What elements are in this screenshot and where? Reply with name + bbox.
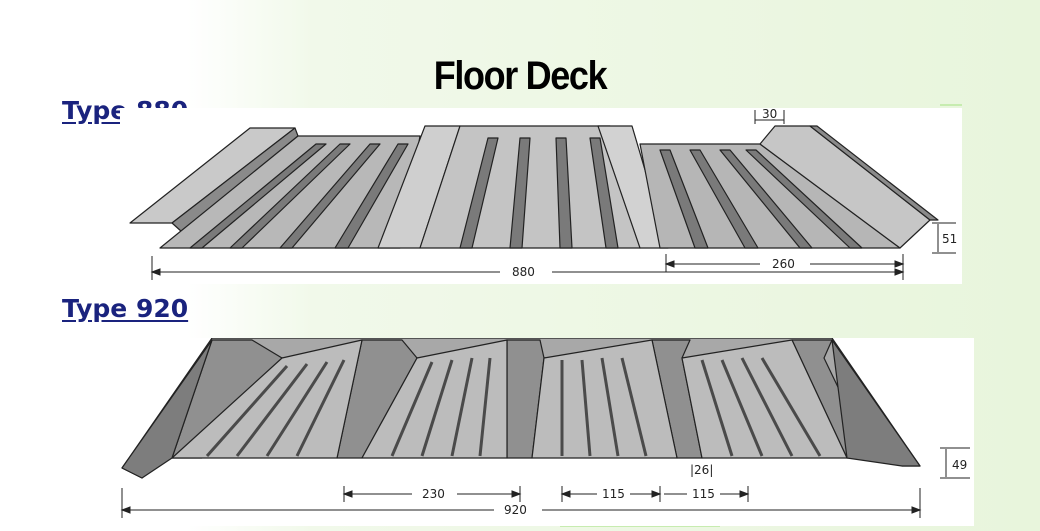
dim-920-overall: 920 xyxy=(504,503,527,517)
deck920-left-edge xyxy=(121,339,213,479)
deck920-trough-3 xyxy=(531,339,678,459)
deck880-rib-2 xyxy=(229,143,351,249)
deck920-right-edge xyxy=(831,339,921,467)
deck880-rib-7 xyxy=(555,137,573,249)
dim-920-inner: |26| xyxy=(690,463,713,477)
deck880-rib-12 xyxy=(745,149,863,249)
type-920-svg: |26| 49 230 xyxy=(120,337,970,518)
deck880-rib-3 xyxy=(279,143,381,249)
type-920-drawing: |26| 49 230 xyxy=(112,337,974,526)
deck880-rib-1 xyxy=(189,143,327,249)
deck880-rib-5 xyxy=(459,137,499,249)
type-880-svg: 30 51 260 880 xyxy=(129,107,957,280)
dim-880-height: 51 xyxy=(942,232,957,246)
deck880-rib-11 xyxy=(719,149,813,249)
deck920-trough-1 xyxy=(171,339,363,459)
deck880-rib-9 xyxy=(659,149,709,249)
dim-880-overall: 880 xyxy=(512,265,535,279)
page-title: Floor Deck xyxy=(433,54,608,98)
type-880-drawing: 30 51 260 880 xyxy=(120,107,962,284)
dim-920-height: 49 xyxy=(952,458,967,472)
dim-920-c: 115 xyxy=(692,487,715,501)
deck880-rib-8 xyxy=(589,137,619,249)
deck880-flange-4-lip xyxy=(809,125,939,221)
dim-880-top: 30 xyxy=(762,108,777,121)
deck880-rib-6 xyxy=(509,137,531,249)
dim-920-b: 115 xyxy=(602,487,625,501)
dim-920-a: 230 xyxy=(422,487,445,501)
deck880-rib-10 xyxy=(689,149,759,249)
accent-line-top xyxy=(940,104,962,106)
dim-880-rib: 260 xyxy=(772,257,795,271)
type-920-label: Type 920 xyxy=(62,294,189,323)
deck880-rib-4 xyxy=(334,143,409,249)
